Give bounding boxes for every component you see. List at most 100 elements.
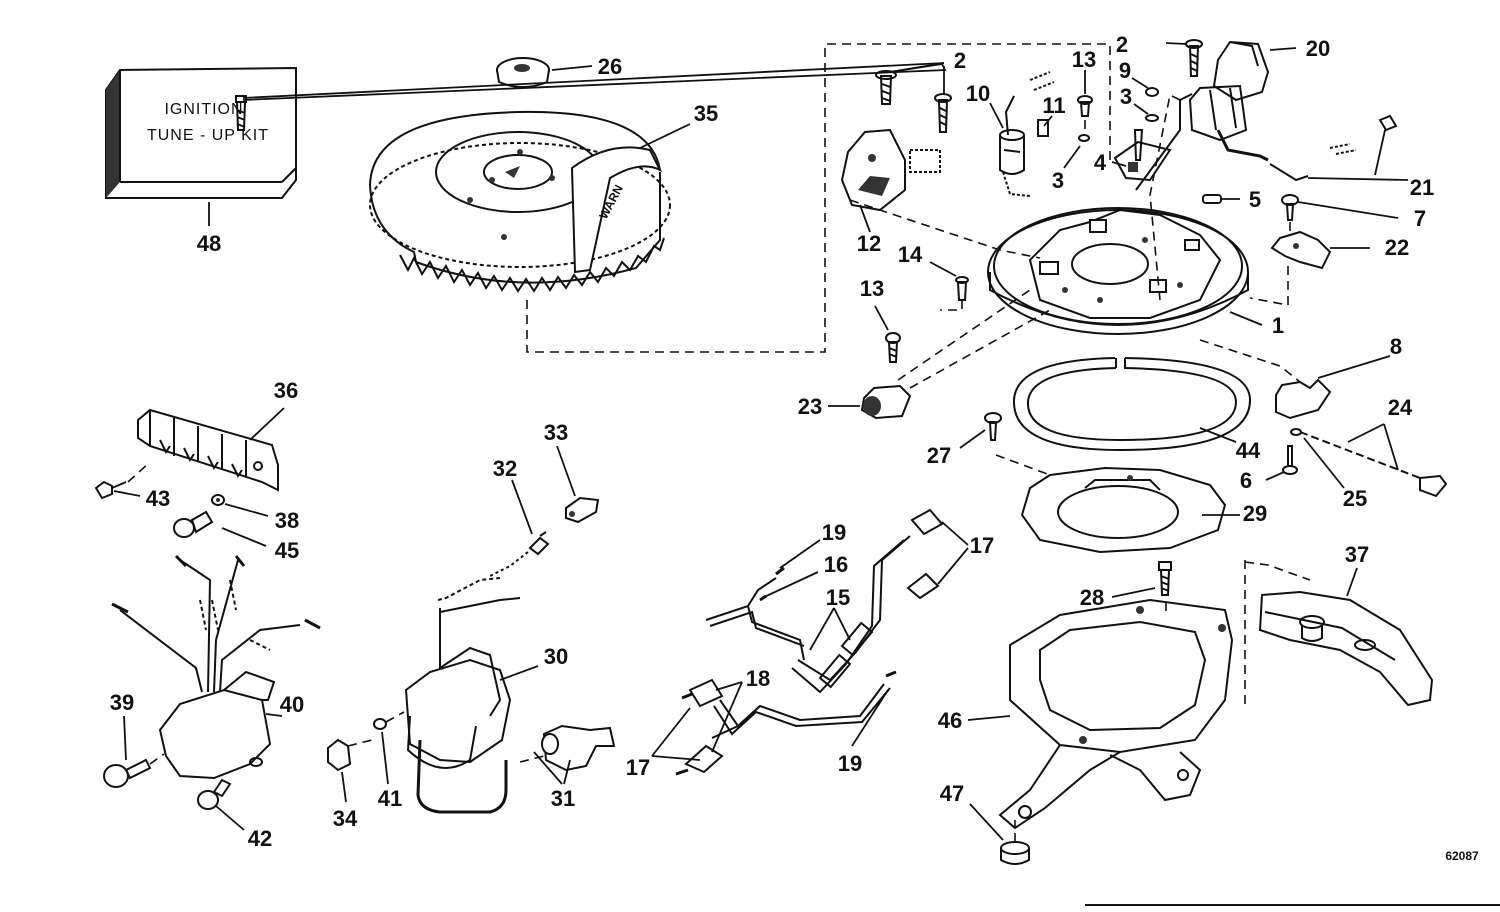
cam-alignment-line — [1244, 561, 1311, 581]
callout-3-upper: 3 — [1120, 84, 1132, 109]
callout-labels: 48 26 35 36 43 38 45 39 40 42 32 33 30 3… — [110, 32, 1479, 863]
screw-39 — [103, 715, 165, 788]
coil-10 — [989, 95, 1031, 197]
callout-5: 5 — [1249, 187, 1261, 212]
clip-22 — [1270, 230, 1370, 270]
callout-35: 35 — [694, 101, 718, 126]
callout-17-right: 17 — [970, 533, 994, 558]
callout-18: 18 — [746, 666, 770, 691]
callout-1: 1 — [1272, 313, 1284, 338]
callout-10: 10 — [966, 81, 990, 106]
armature-plate — [987, 207, 1263, 335]
washer-3-lower — [1063, 134, 1090, 169]
flywheel: WARN — [369, 110, 691, 293]
terminal-block-36 — [137, 407, 285, 492]
callout-40: 40 — [280, 692, 304, 717]
callout-6: 6 — [1240, 468, 1252, 493]
screw-2-right — [1165, 39, 1203, 77]
callout-34: 34 — [333, 806, 358, 831]
screw-7 — [1281, 194, 1399, 221]
drawing-code: 62087 — [1445, 849, 1479, 863]
callout-30: 30 — [544, 644, 568, 669]
coil-bracket-12 — [840, 128, 941, 233]
callout-28: 28 — [1080, 585, 1104, 610]
callout-37: 37 — [1345, 542, 1369, 567]
wiring-harness — [651, 508, 969, 776]
rectifier-40 — [111, 554, 321, 780]
callout-3-lower: 3 — [1052, 168, 1064, 193]
callout-45: 45 — [275, 538, 299, 563]
callout-42: 42 — [248, 826, 272, 851]
washer-41 — [373, 711, 405, 785]
callout-8: 8 — [1390, 334, 1402, 359]
washer-38 — [211, 494, 269, 517]
points-4 — [1111, 129, 1172, 182]
screw-43 — [94, 461, 151, 500]
callout-27: 27 — [927, 443, 951, 468]
callout-22: 22 — [1385, 235, 1409, 260]
callout-21: 21 — [1410, 175, 1434, 200]
callout-24: 24 — [1388, 395, 1413, 420]
screw-27 — [959, 412, 1002, 449]
condenser-lead — [1135, 93, 1193, 191]
retainer-bracket — [967, 598, 1234, 830]
stud-14 — [929, 261, 969, 311]
callout-14: 14 — [898, 242, 923, 267]
points-alignment-line — [1149, 93, 1181, 301]
callout-12: 12 — [857, 231, 881, 256]
bracket-23-alignment — [897, 289, 1051, 389]
callout-29: 29 — [1243, 501, 1267, 526]
callout-41: 41 — [378, 786, 402, 811]
callout-47: 47 — [940, 781, 964, 806]
callout-16: 16 — [824, 552, 848, 577]
callout-48: 48 — [197, 231, 221, 256]
callout-17-left: 17 — [626, 755, 650, 780]
callout-7: 7 — [1414, 206, 1426, 231]
timer-base — [1258, 567, 1434, 707]
callout-15: 15 — [826, 585, 850, 610]
callout-38: 38 — [275, 508, 299, 533]
screw-2-left — [875, 70, 897, 105]
screw-13-top — [1077, 70, 1093, 142]
callout-39: 39 — [110, 690, 134, 715]
ignition-coil-30 — [404, 577, 539, 814]
screw-28 — [1111, 561, 1172, 612]
callout-46: 46 — [938, 708, 962, 733]
callout-13-lower: 13 — [860, 276, 884, 301]
retainer-25 — [1290, 428, 1345, 489]
callout-33: 33 — [544, 420, 568, 445]
center-screw-2 — [934, 66, 952, 133]
washer-3-upper — [1133, 103, 1159, 122]
link-rod-24 — [1299, 423, 1448, 498]
bushing-47 — [969, 803, 1030, 865]
retainer-ring — [1012, 357, 1252, 452]
callout-43: 43 — [146, 486, 170, 511]
callout-25: 25 — [1343, 486, 1367, 511]
callout-36: 36 — [274, 378, 298, 403]
callout-31: 31 — [551, 786, 575, 811]
boot-31 — [519, 724, 616, 785]
callout-23: 23 — [798, 394, 822, 419]
plate-alignment-line — [995, 454, 1051, 476]
terminal-11 — [1029, 71, 1055, 137]
callout-11: 11 — [1042, 93, 1065, 118]
callout-2-right: 2 — [1116, 32, 1128, 57]
kit-label-line1: IGNITION — [164, 101, 243, 118]
screw-42 — [197, 778, 245, 831]
screw-2-bracket-upright — [234, 94, 252, 102]
callout-13-top: 13 — [1072, 47, 1096, 72]
connector-33 — [556, 445, 600, 524]
callout-9: 9 — [1119, 58, 1131, 83]
wire-21 — [1269, 114, 1409, 182]
support-plate — [1020, 466, 1240, 554]
washer-9 — [1131, 77, 1159, 97]
wire-32 — [489, 479, 550, 577]
link-alignment-line — [1199, 339, 1301, 383]
screw-45 — [173, 510, 267, 547]
clip-alignment-line — [1249, 222, 1291, 306]
screw-34 — [327, 738, 373, 803]
screw-6 — [1265, 445, 1298, 481]
callout-44: 44 — [1236, 438, 1261, 463]
